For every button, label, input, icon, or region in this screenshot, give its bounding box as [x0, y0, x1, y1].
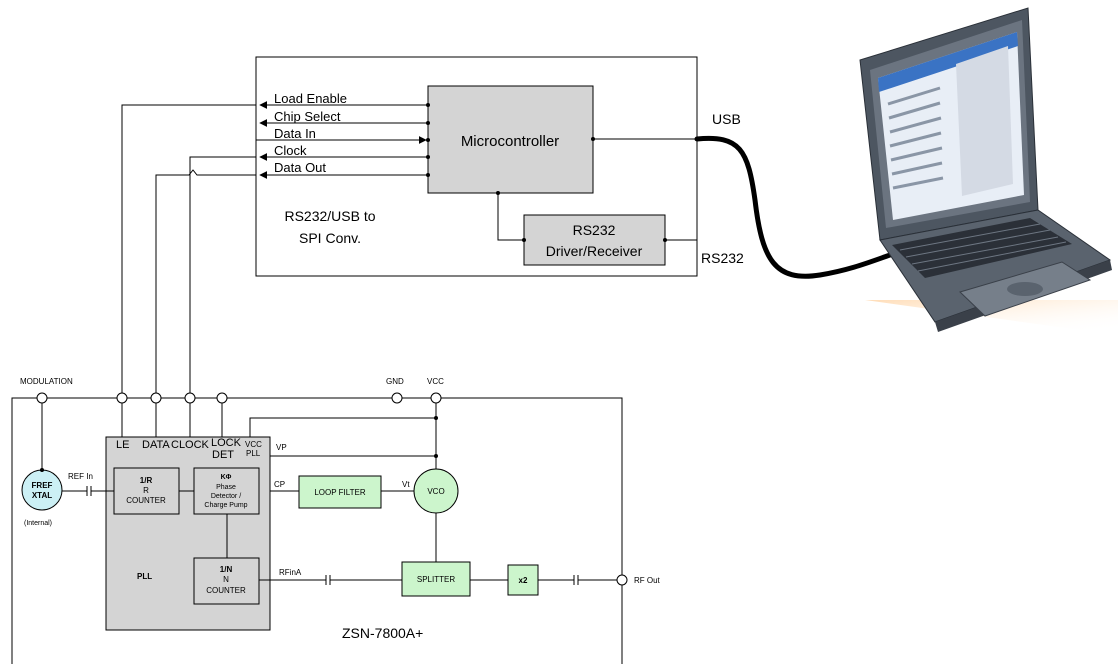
n-counter-line-1: 1/N: [220, 565, 233, 574]
spi-cable-wires: [121, 104, 256, 393]
vcc-label: VCC: [427, 377, 444, 386]
phase-detector-line-1: KΦ: [221, 474, 232, 481]
splitter-label: SPLITTER: [417, 575, 455, 584]
signal-load-enable: Load Enable: [274, 91, 347, 106]
rs232-label: RS232: [701, 250, 744, 266]
microcontroller-label: Microcontroller: [461, 133, 559, 150]
laptop-icon: [859, 7, 1118, 332]
rf-out-pin: [616, 574, 628, 586]
spi-signal-lines: [256, 101, 430, 179]
vco-label: VCO: [427, 487, 444, 496]
n-counter-line-3: COUNTER: [206, 586, 246, 595]
doubler-block: [507, 564, 539, 596]
r-counter-line-1: 1/R: [140, 476, 153, 485]
phase-detector-line-3: Detector /: [211, 493, 241, 500]
vp-label: VP: [276, 443, 287, 452]
phase-detector-block: [193, 467, 260, 515]
modulation-label: MODULATION: [20, 377, 73, 386]
pll-pin-vcc: VCC: [245, 440, 262, 449]
xtal-circle: [21, 469, 63, 511]
module-name: ZSN-7800A+: [342, 625, 423, 641]
signal-data-out: Data Out: [274, 160, 326, 175]
pin-stubs: [41, 403, 437, 472]
microcontroller-block: [427, 85, 594, 194]
usb-cable: [694, 135, 893, 279]
signal-clock: Clock: [274, 143, 307, 158]
vcc-pll-wire: [249, 417, 436, 437]
top-pins: [36, 392, 442, 404]
signal-data-in: Data In: [274, 126, 316, 141]
cp-label: CP: [274, 480, 285, 489]
pll-pin-le: LE: [116, 439, 129, 451]
phase-detector-line-2: Phase: [216, 484, 236, 491]
pll-label: PLL: [137, 572, 152, 581]
capacitor-icon: [62, 486, 114, 496]
r-counter-line-3: COUNTER: [126, 496, 166, 505]
rs232-driver-block: [523, 214, 666, 266]
rfina-label: RFinA: [279, 568, 302, 577]
pll-pin-det: DET: [212, 449, 234, 461]
rs232-driver-label-1: RS232: [573, 222, 616, 238]
pll-pin-pll: PLL: [246, 449, 261, 458]
loop-filter-block: [298, 475, 382, 509]
converter-caption-1: RS232/USB to: [284, 208, 375, 224]
phase-detector-line-4: Charge Pump: [204, 502, 247, 509]
n-counter-line-2: N: [223, 575, 229, 584]
vt-label: Vt: [402, 480, 410, 489]
internal-label: (Internal): [24, 520, 52, 527]
doubler-label: x2: [519, 576, 528, 585]
gnd-label: GND: [386, 377, 404, 386]
module-outline: [11, 397, 623, 664]
ref-in-label: REF In: [68, 472, 93, 481]
loop-filter-label: LOOP FILTER: [314, 488, 365, 497]
xtal-line-1: FREF: [32, 481, 53, 490]
splitter-block: [401, 561, 471, 597]
usb-label: USB: [712, 111, 741, 127]
xtal-line-2: XTAL: [32, 491, 52, 500]
n-counter-block: [193, 557, 260, 605]
pll-pin-lock: LOCK: [211, 437, 242, 449]
pll-pin-clock: CLOCK: [171, 439, 210, 451]
converter-caption-2: SPI Conv.: [299, 230, 361, 246]
r-counter-line-2: R: [143, 486, 149, 495]
rs232-driver-label-2: Driver/Receiver: [546, 243, 643, 259]
signal-chip-select: Chip Select: [274, 109, 341, 124]
pll-pin-data: DATA: [142, 439, 170, 451]
rf-out-label: RF Out: [634, 576, 661, 585]
micro-to-rs232-wire: [497, 193, 524, 241]
